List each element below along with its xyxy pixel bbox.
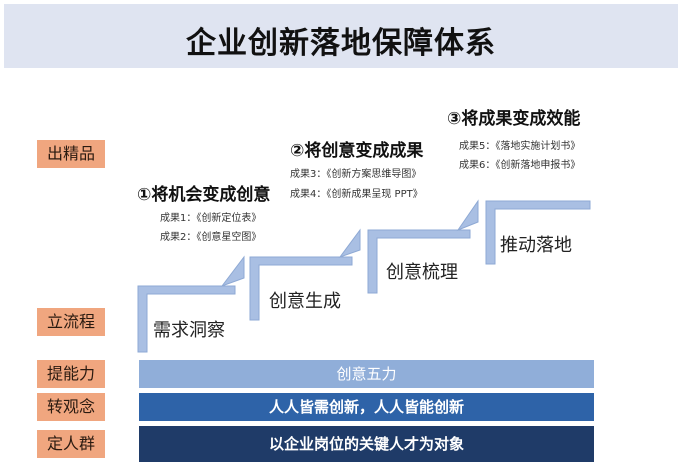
label-mindset: 转观念 (37, 393, 105, 421)
step-label-1: 需求洞察 (153, 320, 225, 341)
label-process: 立流程 (37, 308, 105, 336)
step-label-3: 创意梳理 (386, 262, 458, 283)
bar-people: 以企业岗位的关键人才为对象 (139, 426, 594, 462)
step-4-shape (485, 200, 591, 265)
phase-2-result-1: 成果3：《创新方案思维导图》 (290, 169, 422, 180)
label-people: 定人群 (37, 430, 105, 458)
page-title: 企业创新落地保障体系 (186, 26, 496, 61)
step-2-shape (249, 256, 353, 321)
phase-3-result-2: 成果6：《创新落地申报书》 (459, 160, 581, 171)
step-1-shape (137, 285, 236, 353)
connector-3 (456, 199, 479, 232)
phase-2-result-2: 成果4：《创新成果呈现 PPT》 (290, 189, 423, 200)
label-ability: 提能力 (37, 360, 105, 388)
bar-mindset: 人人皆需创新，人人皆能创新 (139, 393, 594, 421)
bar-ability: 创意五力 (139, 360, 594, 388)
phase-title-2: ②将创意变成成果 (290, 141, 424, 161)
connector-1 (220, 255, 245, 288)
phase-1-result-2: 成果2：《创意星空图》 (160, 232, 262, 243)
step-3-shape (367, 229, 471, 294)
phase-3-result-1: 成果5：《落地实施计划书》 (459, 141, 581, 152)
phase-title-3: ③将成果变成效能 (447, 109, 581, 129)
step-label-2: 创意生成 (269, 291, 341, 312)
step-label-4: 推动落地 (500, 235, 572, 256)
phase-1-result-1: 成果1：《创新定位表》 (160, 213, 262, 224)
title-banner: 企业创新落地保障体系 (4, 4, 678, 68)
label-output: 出精品 (37, 140, 105, 168)
connector-2 (338, 228, 361, 259)
phase-title-1: ①将机会变成创意 (137, 185, 271, 205)
